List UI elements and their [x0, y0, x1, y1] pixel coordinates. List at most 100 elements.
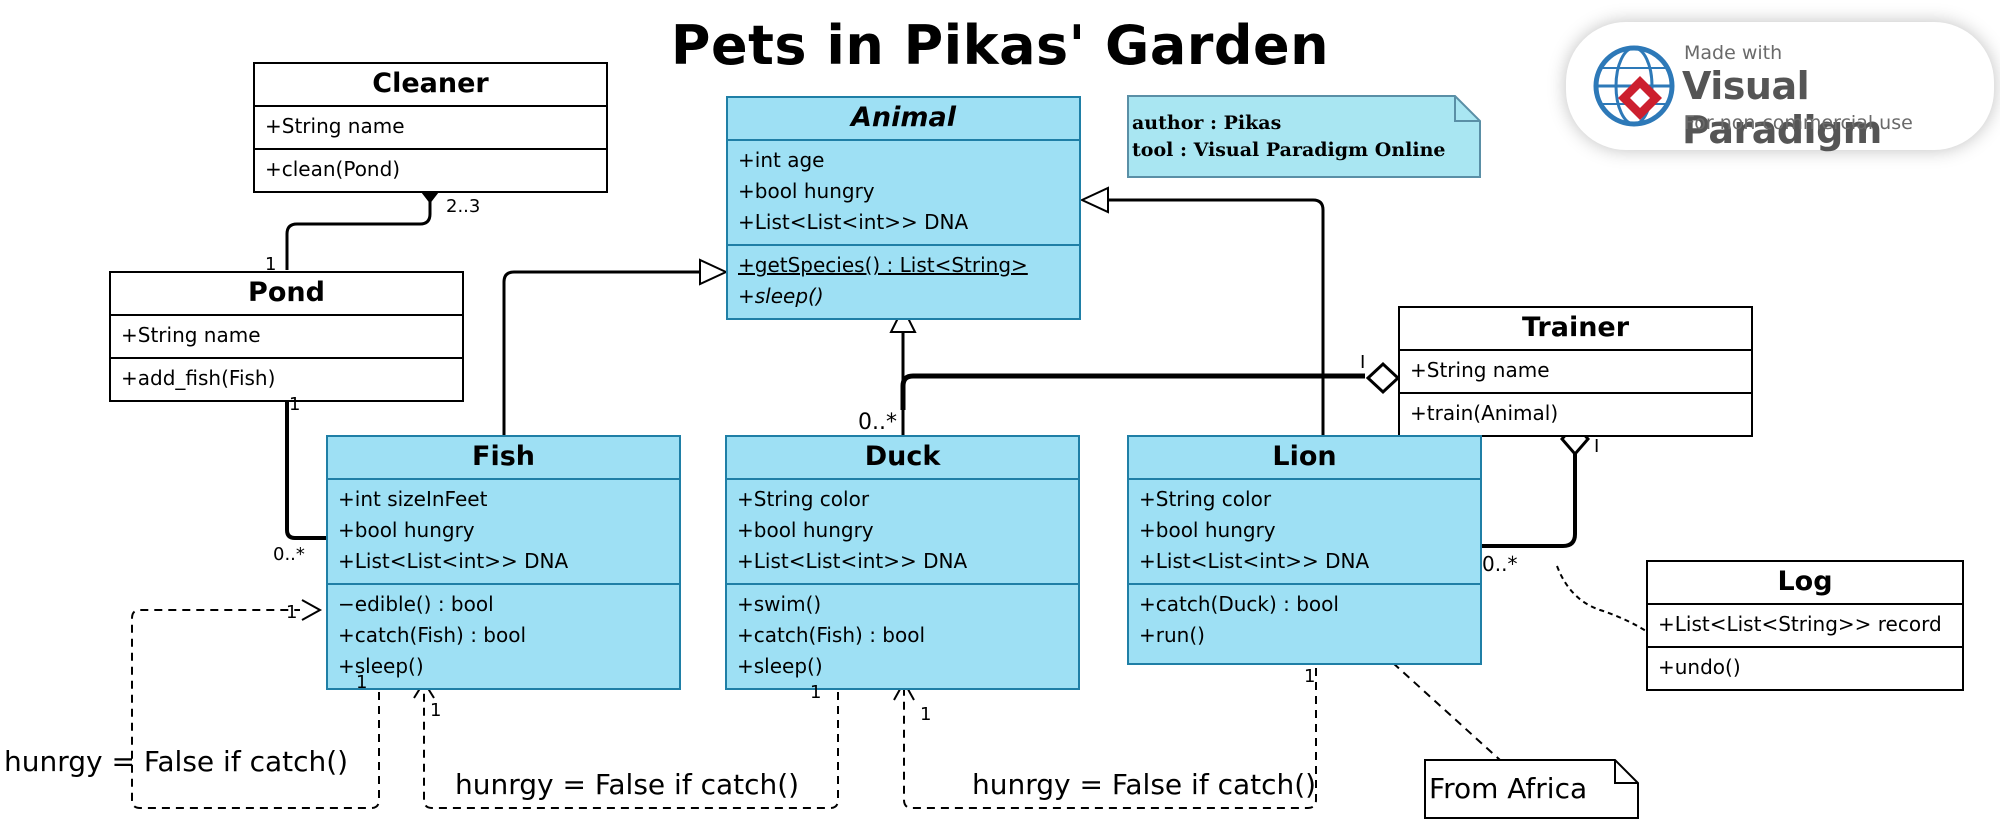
made-with-text: Made with	[1684, 42, 1783, 64]
attributes-section: +String name	[1400, 351, 1751, 394]
operation: +clean(Pond)	[265, 157, 401, 181]
lion-note-link	[1392, 662, 1501, 761]
operation-abstract: +sleep()	[738, 284, 824, 308]
multiplicity-label: 1	[1304, 666, 1316, 687]
multiplicity-label: 1	[286, 602, 298, 623]
attributes-section: +String name	[255, 107, 606, 150]
class-duck[interactable]: Duck +String color +bool hungry +List<Li…	[725, 435, 1080, 690]
attributes-section: +String color +bool hungry +List<List<in…	[727, 480, 1078, 585]
operations-section: +train(Animal)	[1400, 394, 1751, 435]
diagram-title: Pets in Pikas' Garden	[670, 14, 1330, 77]
trainer-duck-aggregation	[900, 373, 1365, 410]
operation: +undo()	[1658, 655, 1741, 679]
attribute: +bool hungry	[338, 518, 475, 542]
multiplicity-label: 1	[356, 672, 368, 693]
visual-paradigm-badge[interactable]: Made with Visual Paradigm For non-commer…	[1566, 22, 1994, 152]
association-comment: hunrgy = False if catch()	[455, 768, 800, 801]
class-name: Pond	[111, 273, 462, 316]
fish-self-link	[131, 609, 380, 809]
class-log[interactable]: Log +List<List<String>> record +undo()	[1646, 560, 1964, 691]
operations-section: +swim() +catch(Fish) : bool +sleep()	[727, 585, 1078, 688]
class-animal[interactable]: Animal +int age +bool hungry +List<List<…	[726, 96, 1081, 320]
attribute: +List<List<String>> record	[1658, 612, 1942, 636]
fish-generalization	[502, 270, 700, 435]
attribute: +String name	[265, 114, 405, 138]
operation: +run()	[1139, 623, 1205, 647]
operations-section: +catch(Duck) : bool +run()	[1129, 585, 1480, 657]
author-note: author : Pikas tool : Visual Paradigm On…	[1132, 110, 1445, 164]
operations-section: −edible() : bool +catch(Fish) : bool +sl…	[328, 585, 679, 688]
multiplicity-label: 2..3	[446, 196, 481, 217]
operation: +catch(Fish) : bool	[737, 623, 926, 647]
multiplicity-label: 1	[810, 682, 822, 703]
attribute: +String color	[1139, 487, 1272, 511]
attributes-section: +List<List<String>> record	[1648, 605, 1962, 648]
attributes-section: +int sizeInFeet +bool hungry +List<List<…	[328, 480, 679, 585]
attribute: +List<List<int>> DNA	[737, 549, 968, 573]
note-shape	[1127, 95, 1481, 178]
attribute: +List<List<int>> DNA	[338, 549, 569, 573]
attribute: +bool hungry	[737, 518, 874, 542]
multiplicity-label: I	[1594, 436, 1600, 457]
generalization-arrow	[889, 305, 917, 333]
brand-name: Visual Paradigm	[1682, 64, 1882, 152]
from-africa-note: From Africa	[1429, 772, 1588, 805]
trainer-lion-aggregation	[1481, 454, 1577, 548]
multiplicity-label: 0..*	[1482, 552, 1518, 576]
class-name: Lion	[1129, 437, 1480, 480]
operation: +catch(Fish) : bool	[338, 623, 527, 647]
attribute: +int sizeInFeet	[338, 487, 488, 511]
class-name: Duck	[727, 437, 1078, 480]
multiplicity-label: 1	[430, 700, 442, 721]
attributes-section: +String color +bool hungry +List<List<in…	[1129, 480, 1480, 585]
attributes-section: +int age +bool hungry +List<List<int>> D…	[728, 141, 1079, 246]
author-line: author : Pikas	[1132, 112, 1282, 134]
class-lion[interactable]: Lion +String color +bool hungry +List<Li…	[1127, 435, 1482, 665]
class-trainer[interactable]: Trainer +String name +train(Animal)	[1398, 306, 1753, 437]
multiplicity-label: 1	[265, 254, 277, 275]
association-comment: hunrgy = False if catch()	[972, 768, 1317, 801]
attribute: +int age	[738, 148, 825, 172]
association-comment: hunrgy = False if catch()	[4, 745, 349, 778]
attribute: +List<List<int>> DNA	[1139, 549, 1370, 573]
attribute: +List<List<int>> DNA	[738, 210, 969, 234]
trainer-log-dependency	[1556, 565, 1647, 632]
operation: −edible() : bool	[338, 592, 494, 616]
operations-section: +add_fish(Fish)	[111, 359, 462, 400]
operation: +train(Animal)	[1410, 401, 1559, 425]
cleaner-pond-link	[285, 200, 432, 270]
open-arrow	[301, 599, 323, 621]
operation: +sleep()	[737, 654, 823, 678]
generalization-arrow	[1079, 186, 1109, 214]
operations-section: +clean(Pond)	[255, 150, 606, 191]
duck-lion-link	[903, 668, 1317, 809]
multiplicity-label: 1	[920, 704, 932, 725]
operation: +add_fish(Fish)	[121, 366, 276, 390]
operation: +swim()	[737, 592, 822, 616]
operations-section: +undo()	[1648, 648, 1962, 689]
multiplicity-label: 1	[289, 394, 301, 415]
pond-fish-link	[285, 390, 326, 540]
operations-section: +getSpecies() : List<String> +sleep()	[728, 246, 1079, 318]
multiplicity-label: 0..*	[273, 544, 305, 565]
attribute: +bool hungry	[738, 179, 875, 203]
generalization-arrow	[699, 258, 729, 286]
class-pond[interactable]: Pond +String name +add_fish(Fish)	[109, 271, 464, 402]
africa-note-fold	[1614, 760, 1638, 784]
class-cleaner[interactable]: Cleaner +String name +clean(Pond)	[253, 62, 608, 193]
class-name: Animal	[728, 98, 1079, 141]
lion-generalization	[1108, 198, 1325, 435]
note-fold	[1454, 96, 1480, 122]
attributes-section: +String name	[111, 316, 462, 359]
class-name: Cleaner	[255, 64, 606, 107]
attribute: +String color	[737, 487, 870, 511]
class-name: Log	[1648, 562, 1962, 605]
aggregation-diamond	[1365, 361, 1401, 395]
class-fish[interactable]: Fish +int sizeInFeet +bool hungry +List<…	[326, 435, 681, 690]
operation: +catch(Duck) : bool	[1139, 592, 1339, 616]
visual-paradigm-logo-icon	[1593, 45, 1675, 127]
multiplicity-label: 0..*	[858, 410, 897, 435]
operation: +sleep()	[338, 654, 424, 678]
attribute: +String name	[121, 323, 261, 347]
